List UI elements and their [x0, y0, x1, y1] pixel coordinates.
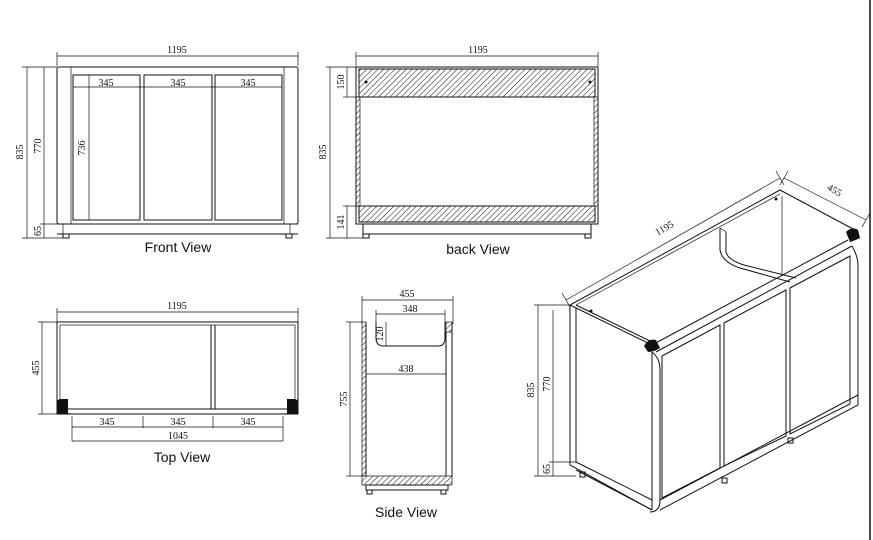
- iso-total-height-label: 835: [526, 383, 537, 398]
- top-depth-label: 455: [31, 361, 42, 376]
- side-depth-label: 455: [400, 289, 415, 300]
- front-door-label-3: 345: [241, 78, 256, 89]
- top-door-label-2: 345: [171, 417, 186, 428]
- top-width-label: 1195: [167, 301, 187, 312]
- back-bottom-rail-label: 141: [336, 215, 347, 230]
- front-door-label-1: 345: [99, 78, 114, 89]
- side-inner-depth-label: 438: [399, 364, 414, 375]
- back-bottom-rail: [358, 205, 596, 223]
- front-plinth-height-label: 65: [33, 226, 44, 236]
- back-total-height-label: 835: [318, 145, 329, 160]
- front-door-label-2: 345: [171, 78, 186, 89]
- iso-depth-label: 455: [825, 182, 843, 199]
- top-door-label-3: 345: [241, 417, 256, 428]
- front-view-caption: Front View: [145, 239, 213, 255]
- iso-width-label: 1195: [653, 219, 676, 238]
- side-height-label: 755: [339, 392, 350, 407]
- iso-body-height-label: 770: [542, 377, 553, 392]
- back-top-rail-label: 150: [336, 75, 347, 90]
- front-width-label: 1195: [167, 45, 187, 56]
- back-top-rail: [358, 68, 596, 98]
- top-inner-width-label: 1045: [168, 431, 188, 442]
- back-width-label: 1195: [468, 45, 488, 56]
- back-view-caption: back View: [446, 241, 510, 257]
- front-total-height-label: 835: [15, 145, 26, 160]
- side-view: 455 348 120 438 755 Side View: [339, 289, 454, 520]
- iso-plinth-height-label: 65: [542, 464, 553, 474]
- top-door-label-1: 345: [100, 417, 115, 428]
- front-body-height-label: 770: [33, 139, 44, 154]
- top-view: 1195 455 345 345 345 1045 Top View: [31, 301, 299, 465]
- side-cutout-depth-label: 120: [375, 327, 386, 342]
- top-view-caption: Top View: [154, 449, 211, 465]
- front-door-height-label: 736: [77, 141, 88, 156]
- side-cutout-width-label: 348: [403, 304, 418, 315]
- side-view-caption: Side View: [375, 504, 438, 520]
- front-view: 1195 345 345 345 736 835 770 65 Front Vi…: [15, 45, 299, 255]
- back-view: 1195 835 150 141 back View: [318, 45, 599, 257]
